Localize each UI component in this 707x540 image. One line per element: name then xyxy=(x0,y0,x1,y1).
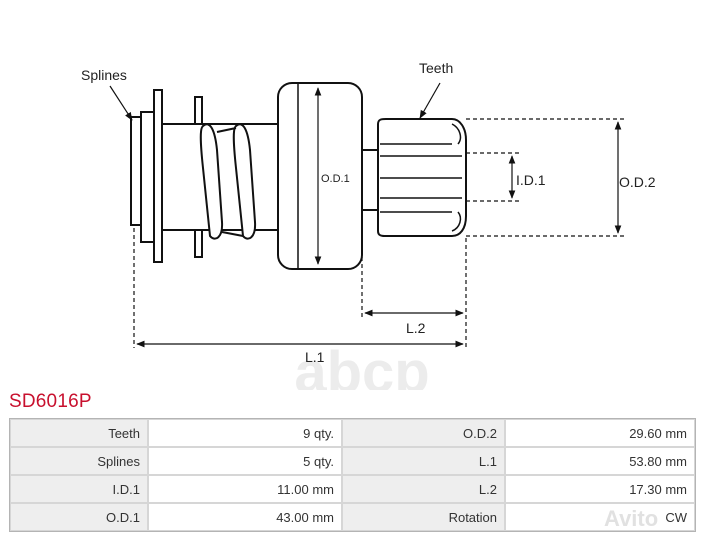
spec-key: L.2 xyxy=(342,475,505,503)
collar-ring xyxy=(140,111,155,243)
spec-key: Rotation xyxy=(342,503,505,531)
part-code-title: SD6016P xyxy=(9,391,92,412)
label-l1: L.1 xyxy=(305,349,325,365)
label-od1: O.D.1 xyxy=(321,173,350,185)
spec-value: 5 qty. xyxy=(148,447,342,475)
spec-value: 17.30 mm xyxy=(505,475,695,503)
spec-key: Splines xyxy=(10,447,148,475)
spec-value: 43.00 mm xyxy=(148,503,342,531)
label-teeth: Teeth xyxy=(419,60,453,76)
spring xyxy=(199,123,257,240)
spec-table: Teeth 9 qty. O.D.2 29.60 mm Splines 5 qt… xyxy=(9,418,696,532)
label-id1: I.D.1 xyxy=(516,172,546,188)
dimension-lines xyxy=(109,82,625,348)
collar-plate xyxy=(130,116,142,226)
label-splines: Splines xyxy=(81,67,127,83)
spec-value: 11.00 mm xyxy=(148,475,342,503)
neck xyxy=(361,149,379,211)
spec-value: 29.60 mm xyxy=(505,419,695,447)
table-row: I.D.1 11.00 mm L.2 17.30 mm xyxy=(10,475,695,503)
spec-value: 53.80 mm xyxy=(505,447,695,475)
avito-watermark: Avito xyxy=(604,506,659,531)
pinion-teeth-lines xyxy=(380,123,462,232)
part-drawing xyxy=(130,82,467,270)
table-row: O.D.1 43.00 mm Rotation CW xyxy=(10,503,695,531)
spec-key: L.1 xyxy=(342,447,505,475)
spec-key: I.D.1 xyxy=(10,475,148,503)
table-row: Splines 5 qty. L.1 53.80 mm xyxy=(10,447,695,475)
spec-value: CW xyxy=(505,503,695,531)
label-l2: L.2 xyxy=(406,320,426,336)
spec-key: O.D.1 xyxy=(10,503,148,531)
label-od2: O.D.2 xyxy=(619,174,656,190)
abcp-watermark: abcp xyxy=(294,340,429,390)
collar-disc xyxy=(153,89,163,263)
spec-key: O.D.2 xyxy=(342,419,505,447)
table-row: Teeth 9 qty. O.D.2 29.60 mm xyxy=(10,419,695,447)
spec-value: 9 qty. xyxy=(148,419,342,447)
starter-drive-diagram: abcp xyxy=(81,60,656,390)
spec-key: Teeth xyxy=(10,419,148,447)
